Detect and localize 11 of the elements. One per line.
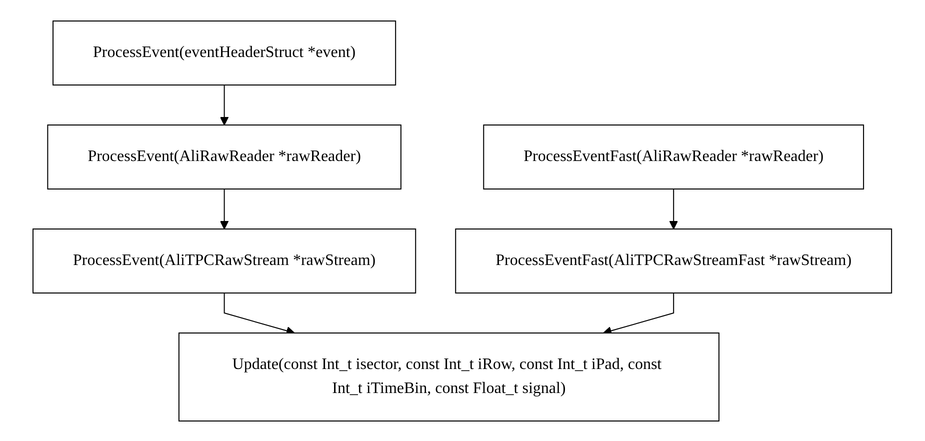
arrow xyxy=(224,292,296,335)
node-box: ProcessEvent(AliTPCRawStream *rawStream) xyxy=(32,228,416,293)
node-box: ProcessEvent(AliRawReader *rawReader) xyxy=(47,124,402,189)
node-box: Update(const Int_t isector, const Int_t iRow, const Int_t iPad, const Int_t iTimeBin, const Float_t signal) xyxy=(178,332,720,421)
node-box: ProcessEventFast(AliTPCRawStreamFast *rawStream) xyxy=(455,228,892,293)
arrow xyxy=(220,84,229,125)
node-box: ProcessEvent(eventHeaderStruct *event) xyxy=(52,20,396,85)
arrow xyxy=(220,188,229,229)
arrow xyxy=(669,188,678,229)
arrow xyxy=(603,292,674,335)
node-box: ProcessEventFast(AliRawReader *rawReader) xyxy=(483,124,864,189)
